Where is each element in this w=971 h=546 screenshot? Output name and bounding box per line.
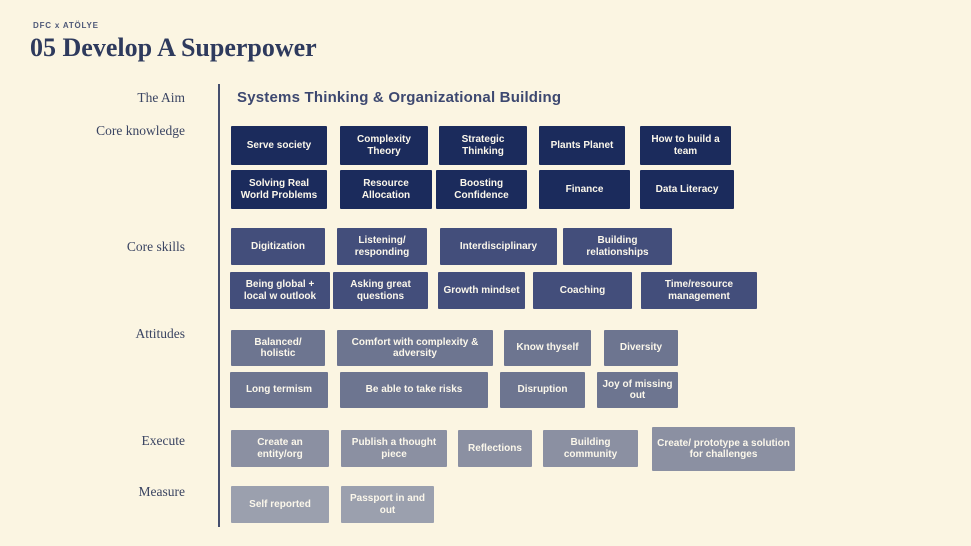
tag-being-global-local: Being global + local w outlook bbox=[230, 272, 330, 309]
tag-plants-planet: Plants Planet bbox=[539, 126, 625, 165]
tag-asking-great-questions: Asking great questions bbox=[333, 272, 428, 309]
tag-interdisciplinary: Interdisciplinary bbox=[440, 228, 557, 265]
vertical-divider bbox=[218, 84, 220, 527]
row-label-core-knowledge: Core knowledge bbox=[96, 123, 185, 138]
tag-growth-mindset: Growth mindset bbox=[438, 272, 525, 309]
row-label-measure: Measure bbox=[138, 484, 185, 499]
tag-self-reported: Self reported bbox=[231, 486, 329, 523]
row-label-the-aim: The Aim bbox=[137, 90, 185, 105]
tag-building-community: Building community bbox=[543, 430, 638, 467]
tag-create-entity-org: Create an entity/org bbox=[231, 430, 329, 467]
tag-passport-in-and-out: Passport in and out bbox=[341, 486, 434, 523]
tag-comfort-complexity-adversity: Comfort with complexity & adversity bbox=[337, 330, 493, 366]
tag-how-to-build-a-team: How to build a team bbox=[640, 126, 731, 165]
tag-time-resource-management: Time/resource management bbox=[641, 272, 757, 309]
page-title: 05 Develop A Superpower bbox=[30, 33, 317, 62]
tag-data-literacy: Data Literacy bbox=[640, 170, 734, 209]
tag-finance: Finance bbox=[539, 170, 630, 209]
tag-listening-responding: Listening/ responding bbox=[337, 228, 427, 265]
tag-create-prototype-solution: Create/ prototype a solution for challen… bbox=[652, 427, 795, 471]
tag-know-thyself: Know thyself bbox=[504, 330, 591, 366]
row-label-core-skills: Core skills bbox=[126, 239, 185, 254]
tag-boosting-confidence: Boosting Confidence bbox=[436, 170, 527, 209]
tag-joy-of-missing-out: Joy of missing out bbox=[597, 372, 678, 408]
tag-building-relationships: Building relationships bbox=[563, 228, 672, 265]
tag-resource-allocation: Resource Allocation bbox=[340, 170, 432, 209]
tag-take-risks: Be able to take risks bbox=[340, 372, 488, 408]
tag-diversity: Diversity bbox=[604, 330, 678, 366]
tag-long-termism: Long termism bbox=[230, 372, 328, 408]
tag-balanced-holistic: Balanced/ holistic bbox=[231, 330, 325, 366]
tag-publish-thought-piece: Publish a thought piece bbox=[341, 430, 447, 467]
tag-disruption: Disruption bbox=[500, 372, 585, 408]
tag-reflections: Reflections bbox=[458, 430, 532, 467]
brand-eyebrow: DFC x ATÖLYE bbox=[33, 21, 99, 30]
tag-digitization: Digitization bbox=[231, 228, 325, 265]
tag-complexity-theory: Complexity Theory bbox=[340, 126, 428, 165]
row-label-attitudes: Attitudes bbox=[135, 326, 186, 341]
tag-coaching: Coaching bbox=[533, 272, 632, 309]
tag-solving-real-world-problems: Solving Real World Problems bbox=[231, 170, 327, 209]
row-label-execute: Execute bbox=[141, 433, 185, 448]
aim-statement: Systems Thinking & Organizational Buildi… bbox=[237, 89, 562, 106]
tag-strategic-thinking: Strategic Thinking bbox=[439, 126, 527, 165]
tag-serve-society: Serve society bbox=[231, 126, 327, 165]
